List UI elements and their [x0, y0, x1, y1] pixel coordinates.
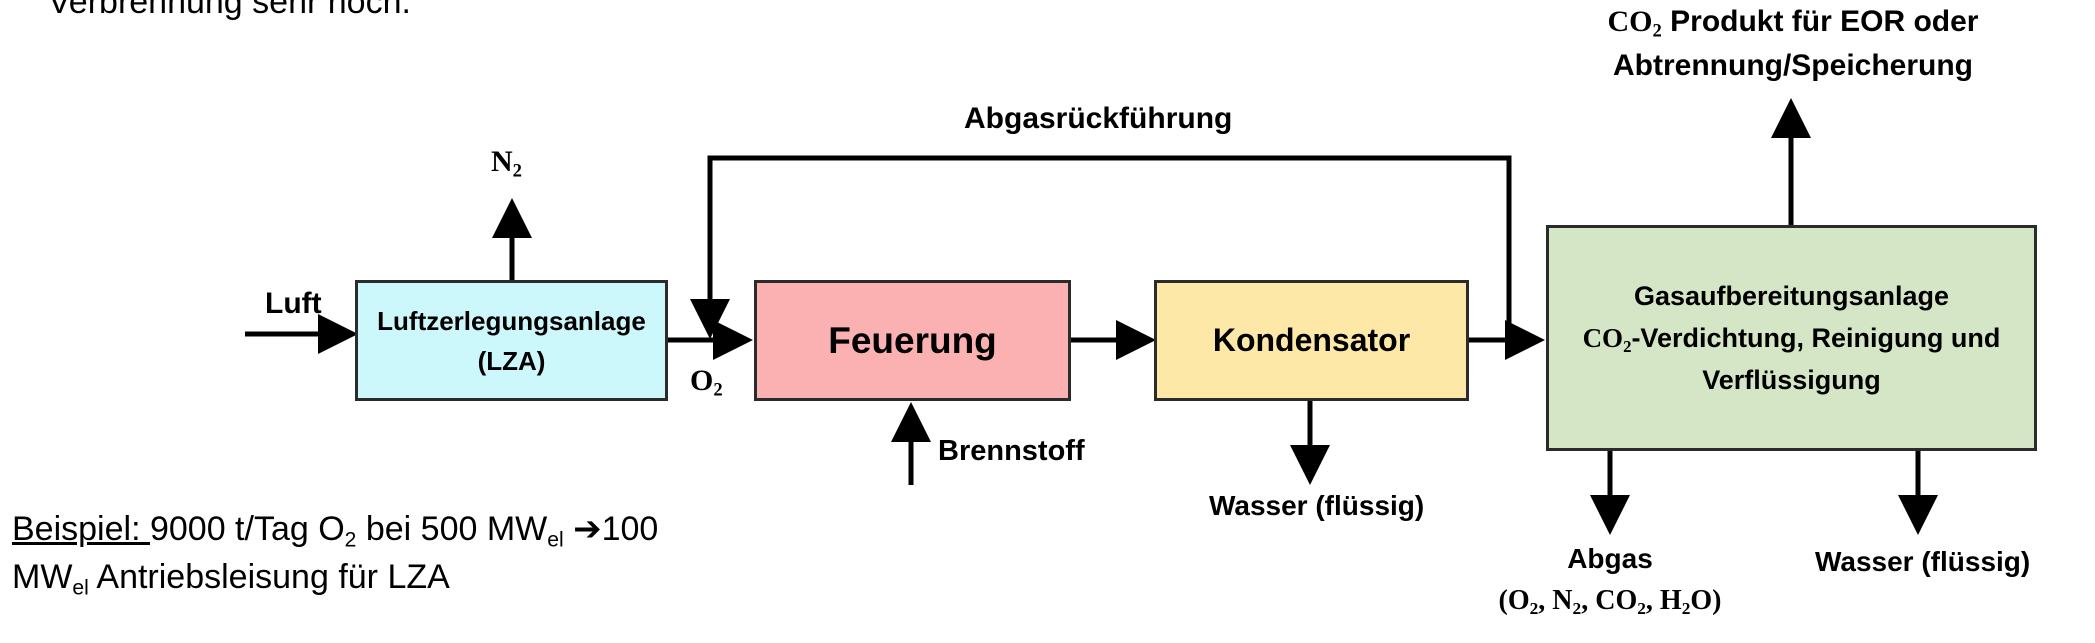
co2-product-co: CO: [1607, 5, 1653, 38]
abgas-o: O: [1507, 585, 1530, 616]
example-arrow-icon: ➔: [563, 510, 602, 548]
abgas-co: CO: [1595, 585, 1638, 616]
example-l2-sub: el: [72, 576, 89, 600]
brennstoff-label: Brennstoff: [938, 435, 1085, 467]
feuerung-box: Feuerung: [754, 280, 1071, 401]
abgas-composition: (O2, N2, CO2, H2O): [1470, 580, 1750, 622]
wasser-label-gas: Wasser (flüssig): [1815, 546, 2031, 577]
co2-product-label: CO2 Produkt für EOR oder Abtrennung/Spei…: [1578, 0, 2008, 88]
abgas-label: Abgas (O2, N2, CO2, H2O): [1470, 538, 1750, 622]
gas-line2-rest: -Verdichtung, Reinigung und: [1631, 323, 2001, 353]
example-l2-rest: Antriebsleisung für LZA: [88, 558, 450, 596]
gas-label-line2: CO2-Verdichtung, Reinigung und: [1583, 317, 2001, 359]
abgas-sep3: ,: [1645, 585, 1660, 616]
gas-label-line1: Gasaufbereitungsanlage: [1633, 281, 1950, 311]
example-l2-mw: MW: [12, 558, 73, 596]
n2-main: N: [491, 145, 513, 178]
lza-box: Luftzerlegungsanlage (LZA): [355, 280, 668, 401]
o2-sub: 2: [713, 379, 723, 401]
lza-label-line1: Luftzerlegungsanlage: [377, 305, 646, 336]
feuerung-label: Feuerung: [828, 319, 997, 361]
abgas-close: ): [1712, 585, 1722, 616]
n2-sub: 2: [512, 160, 522, 182]
example-note-line2: MWel Antriebsleisung für LZA: [12, 553, 658, 601]
abgas-o-sub: 2: [1529, 599, 1539, 619]
lza-label-line2: (LZA): [477, 345, 546, 376]
kondensator-box: Kondensator: [1154, 280, 1469, 401]
luft-label: Luft: [265, 287, 322, 320]
header-partial-text: Verbrennung sehr hoch.: [48, 0, 411, 21]
abgas-sep2: ,: [1581, 585, 1596, 616]
abgas-n: N: [1552, 585, 1573, 616]
abgas-sep1: ,: [1538, 585, 1553, 616]
arrow-abgasrueckfuehrung: [690, 155, 1512, 340]
o2-main: O: [690, 364, 714, 397]
abgas-title: Abgas: [1567, 543, 1653, 574]
abgas-n-sub: 2: [1572, 599, 1582, 619]
o2-label: O2: [690, 364, 723, 401]
example-p2: bei 500 MW: [356, 510, 548, 548]
kondensator-label: Kondensator: [1212, 322, 1411, 358]
co2-product-line2: Abtrennung/Speicherung: [1613, 49, 1973, 82]
gas-label-line3: Verflüssigung: [1702, 365, 1881, 395]
n2-label: N2: [491, 145, 522, 182]
abgas-h: H: [1659, 585, 1682, 616]
gas-co-text: CO: [1582, 323, 1624, 353]
example-prefix: Beispiel:: [12, 510, 150, 548]
abgas-o-end: O: [1690, 585, 1713, 616]
example-note: Beispiel: 9000 t/Tag O2 bei 500 MWel ➔10…: [12, 505, 658, 601]
example-p3: 100: [601, 510, 659, 548]
example-note-line1: Beispiel: 9000 t/Tag O2 bei 500 MWel ➔10…: [12, 505, 658, 553]
co2-product-rest: Produkt für EOR oder: [1661, 5, 1979, 38]
gas-co-sub: 2: [1623, 337, 1632, 357]
example-o-sub: 2: [344, 528, 357, 552]
wasser-label-kondensator: Wasser (flüssig): [1209, 490, 1425, 521]
abgasrueckfuehrung-label: Abgasrückführung: [964, 102, 1233, 135]
abgas-h-sub: 2: [1681, 599, 1691, 619]
co2-product-sub: 2: [1652, 20, 1662, 42]
co2-product-line1: CO2 Produkt für EOR oder: [1578, 0, 2008, 44]
abgas-co-sub: 2: [1637, 599, 1646, 619]
example-p1: 9000 t/Tag O: [149, 510, 345, 548]
example-el-sub: el: [547, 528, 564, 552]
gasaufbereitung-box: Gasaufbereitungsanlage CO2-Verdichtung, …: [1546, 225, 2037, 451]
abgas-open: (: [1498, 585, 1508, 616]
